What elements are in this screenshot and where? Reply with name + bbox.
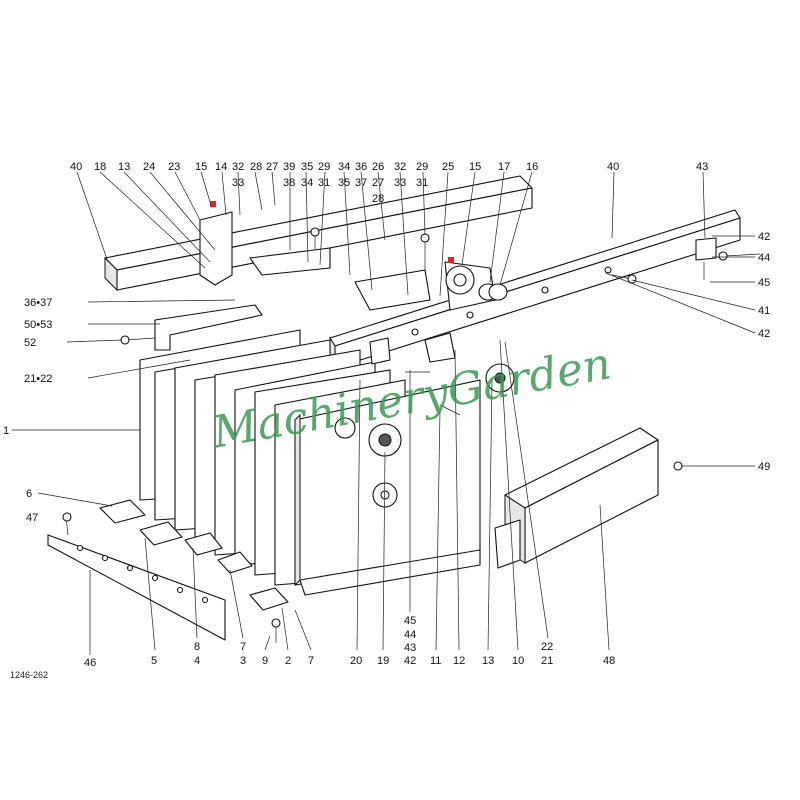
callout: 27 bbox=[372, 177, 384, 189]
callout: 21•22 bbox=[24, 373, 52, 385]
callouts-right: 42 44 45 41 42 49 bbox=[758, 231, 770, 473]
callout: 15 bbox=[469, 161, 481, 173]
callouts-bottom: 46 5 8 4 7 3 9 2 7 20 19 45 44 43 42 11 … bbox=[84, 615, 615, 669]
callout: 20 bbox=[350, 655, 362, 667]
marker-square bbox=[448, 257, 454, 263]
callout: 32 bbox=[232, 161, 244, 173]
callout: 21 bbox=[541, 655, 553, 667]
callout: 36 bbox=[355, 161, 367, 173]
callout: 28 bbox=[372, 193, 384, 205]
callout: 3 bbox=[240, 655, 246, 667]
callout: 26 bbox=[372, 161, 384, 173]
callout: 50•53 bbox=[24, 319, 52, 331]
leader-lines bbox=[12, 171, 756, 655]
callout: 17 bbox=[498, 161, 510, 173]
callout: 27 bbox=[266, 161, 278, 173]
callout: 43 bbox=[696, 161, 708, 173]
callout: 40 bbox=[70, 161, 82, 173]
callout: 49 bbox=[758, 461, 770, 473]
callout: 34 bbox=[338, 161, 350, 173]
lower-rail bbox=[494, 427, 659, 569]
callout: 44 bbox=[758, 252, 770, 264]
callout: 13 bbox=[118, 161, 130, 173]
callout: 31 bbox=[318, 177, 330, 189]
callout: 19 bbox=[377, 655, 389, 667]
callout: 33 bbox=[232, 177, 244, 189]
drawing-code: 1246-262 bbox=[10, 670, 48, 680]
callout: 10 bbox=[512, 655, 524, 667]
callout: 23 bbox=[168, 161, 180, 173]
blade-stack bbox=[139, 329, 481, 596]
callout: 40 bbox=[607, 161, 619, 173]
wear-bar bbox=[47, 534, 226, 641]
callout: 28 bbox=[250, 161, 262, 173]
callout: 7 bbox=[308, 655, 314, 667]
callout: 33 bbox=[394, 177, 406, 189]
callout: 35 bbox=[301, 161, 313, 173]
callout: 42 bbox=[758, 231, 770, 243]
callout: 22 bbox=[541, 641, 553, 653]
callout: 45 bbox=[404, 615, 416, 627]
callout: 29 bbox=[416, 161, 428, 173]
callout: 11 bbox=[430, 655, 441, 667]
callout: 16 bbox=[526, 161, 538, 173]
callout: 36•37 bbox=[24, 297, 52, 309]
callouts-left: 36•37 50•53 52 21•22 1 6 47 bbox=[3, 297, 52, 524]
callout: 42 bbox=[404, 655, 416, 667]
callout: 43 bbox=[404, 642, 416, 654]
callout: 32 bbox=[394, 161, 406, 173]
callout: 18 bbox=[94, 161, 106, 173]
callout: 14 bbox=[215, 161, 227, 173]
callout: 9 bbox=[262, 655, 268, 667]
callout: 2 bbox=[285, 655, 291, 667]
callout: 37 bbox=[355, 177, 367, 189]
callout: 39 bbox=[283, 161, 295, 173]
callout: 52 bbox=[24, 337, 36, 349]
callout: 1 bbox=[3, 425, 9, 437]
callout: 44 bbox=[404, 629, 416, 641]
callout: 45 bbox=[758, 277, 770, 289]
callout: 35 bbox=[338, 177, 350, 189]
bolts bbox=[62, 227, 761, 643]
callout: 7 bbox=[240, 641, 246, 653]
callouts-top: 40 18 13 24 23 15 14 32 33 28 27 39 38 3… bbox=[70, 161, 708, 205]
callout: 41 bbox=[758, 305, 770, 317]
callout: 6 bbox=[26, 488, 32, 500]
callout: 29 bbox=[318, 161, 330, 173]
marker-square bbox=[210, 201, 216, 207]
callout: 38 bbox=[283, 177, 295, 189]
callout: 34 bbox=[301, 177, 313, 189]
callout: 46 bbox=[84, 657, 96, 669]
callout: 5 bbox=[151, 655, 157, 667]
callout: 42 bbox=[758, 328, 770, 340]
callout: 13 bbox=[482, 655, 494, 667]
callout: 4 bbox=[194, 655, 200, 667]
callout: 15 bbox=[195, 161, 207, 173]
brackets-rollers bbox=[154, 211, 717, 457]
callout: 48 bbox=[603, 655, 615, 667]
callout: 24 bbox=[143, 161, 155, 173]
callout: 31 bbox=[416, 177, 428, 189]
callout: 25 bbox=[442, 161, 454, 173]
callout: 47 bbox=[26, 512, 38, 524]
callout: 12 bbox=[453, 655, 465, 667]
callout: 8 bbox=[194, 641, 200, 653]
